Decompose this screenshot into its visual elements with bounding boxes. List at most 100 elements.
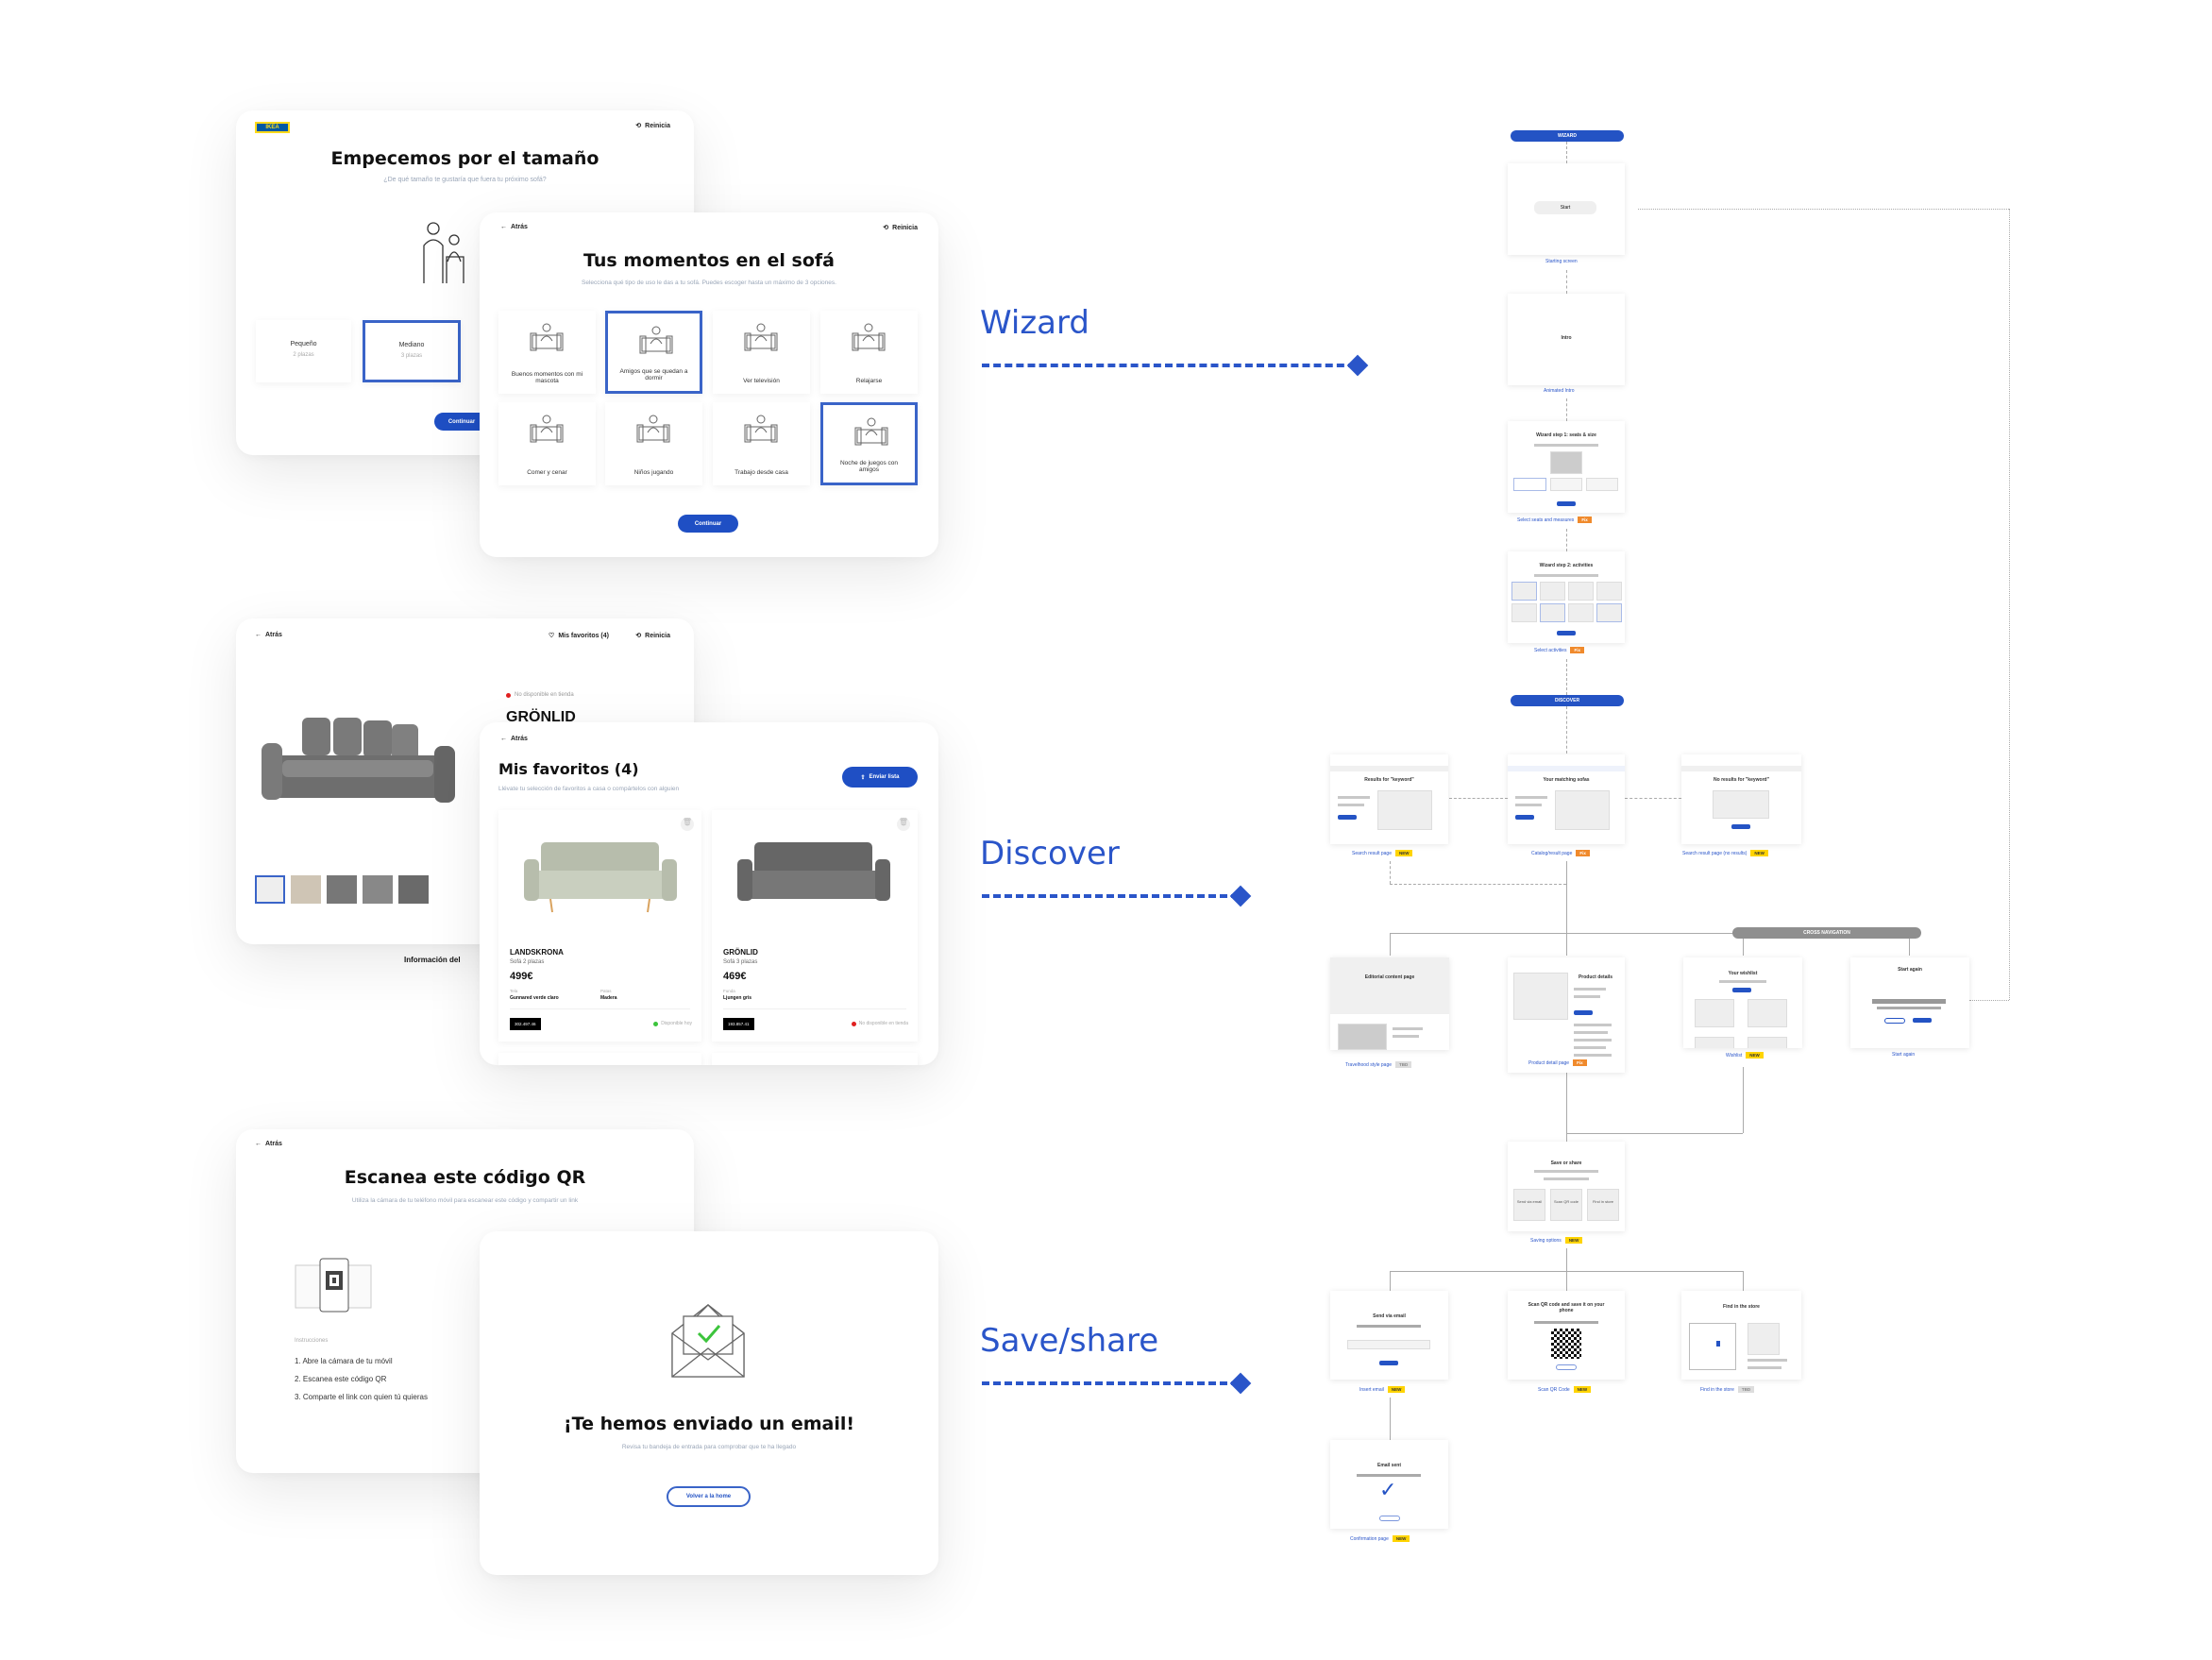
page-subtitle: Selecciona qué tipo de uso le das a tu s… <box>582 279 836 286</box>
moment-option[interactable]: Buenos momentos con mi mascota <box>498 311 596 394</box>
page-title: Escanea este código QR <box>344 1167 586 1188</box>
status-badge: TBD <box>1737 1386 1755 1393</box>
flow-connector <box>1390 861 1391 884</box>
moment-option[interactable]: Niños jugando <box>605 402 702 485</box>
node-title: Product details <box>1578 974 1613 980</box>
page-subtitle: Llévate tu selección de favoritos a casa… <box>498 786 680 792</box>
flow-node-wishlist[interactable]: Your wishlist <box>1683 957 1802 1048</box>
restart-button[interactable]: ⟲Reinicia <box>635 122 670 130</box>
page-title: Mis favoritos (4) <box>498 760 639 778</box>
stock-status: Disponible hoy <box>653 1021 692 1026</box>
send-list-button[interactable]: ⇪Enviar lista <box>842 767 918 788</box>
flow-node-wizard-step2[interactable]: Wizard step 2: activities <box>1508 551 1625 643</box>
flow-node-qr[interactable]: Scan QR code and save it on your phone <box>1508 1291 1625 1380</box>
label-text: Search result page <box>1352 850 1392 856</box>
option-label: Buenos momentos con mi mascota <box>511 371 583 384</box>
flow-node-no-results[interactable]: No results for "keyword" <box>1681 754 1801 844</box>
node-title: No results for "keyword" <box>1714 777 1769 783</box>
flow-node-wizard-step1[interactable]: Wizard step 1: seats & size <box>1508 421 1625 513</box>
thumbnail[interactable] <box>398 875 429 904</box>
flow-node-label: Animated Intro <box>1544 388 1575 394</box>
favorites-button[interactable]: ♡Mis favoritos (4) <box>549 632 609 640</box>
product-card[interactable] <box>498 1053 701 1065</box>
node-title: Editorial content page <box>1364 974 1415 980</box>
flow-connector <box>1566 142 1567 163</box>
status-badge: Fix <box>1578 517 1592 523</box>
thumbnail[interactable] <box>363 875 393 904</box>
continue-button[interactable]: Continuar <box>434 413 489 431</box>
moment-illustration-icon <box>744 415 778 443</box>
moment-illustration-icon <box>530 415 564 443</box>
product-card[interactable] <box>712 1053 918 1065</box>
option-label: Amigos que se quedan a dormir <box>619 368 688 381</box>
moment-illustration-icon <box>854 417 888 446</box>
flow-node-email[interactable]: Send via email <box>1330 1291 1448 1380</box>
option-label: Pequeño <box>290 341 317 347</box>
thumbnail-strip <box>255 875 429 904</box>
moment-option[interactable]: Trabajo desde casa <box>713 402 810 485</box>
flow-node-label: Start again <box>1892 1052 1915 1058</box>
flow-node-product-detail[interactable]: Product details <box>1508 957 1625 1073</box>
trash-icon[interactable]: 🗑 <box>681 818 694 831</box>
flow-node-find-store[interactable]: Find in the store <box>1681 1291 1801 1380</box>
restart-icon: ⟲ <box>635 633 642 639</box>
article-number: 302.497.46 <box>510 1018 541 1030</box>
thumbnail[interactable] <box>255 875 285 904</box>
restart-button[interactable]: ⟲Reinicia <box>635 632 670 640</box>
flow-node-confirmation[interactable]: Email sent ✓ <box>1330 1440 1448 1529</box>
flow-connector <box>1566 1133 1743 1134</box>
flow-node-start[interactable]: Start <box>1508 163 1625 255</box>
option-label: Relajarse <box>855 378 883 384</box>
flow-node-search-results[interactable]: Results for "keyword" <box>1330 754 1448 844</box>
flow-connector <box>1566 529 1567 551</box>
flow-connector <box>1566 861 1567 956</box>
flow-node-catalog[interactable]: Your matching sofas <box>1508 754 1625 844</box>
flow-node-editorial[interactable]: Editorial content page <box>1330 957 1449 1050</box>
flow-node-intro[interactable]: Intro <box>1508 294 1625 385</box>
page-subtitle: ¿De qué tamaño te gustaría que fuera tu … <box>383 177 547 183</box>
status-badge: Fix <box>1573 1059 1587 1066</box>
restart-button[interactable]: ⟲Reinicia <box>883 224 918 232</box>
moment-option[interactable]: Amigos que se quedan a dormir <box>605 311 702 394</box>
status-badge: TBD <box>1395 1061 1412 1068</box>
node-title: Find in the store <box>1723 1304 1760 1310</box>
product-name: GRÖNLID <box>506 709 576 725</box>
node-title: Your matching sofas <box>1543 777 1590 783</box>
moment-option[interactable]: Ver televisión <box>713 311 810 394</box>
flow-node-save-share[interactable]: Save or share Send via email Scan QR cod… <box>1508 1142 1625 1231</box>
thumbnail[interactable] <box>327 875 357 904</box>
article-number: 193.857.41 <box>723 1018 754 1030</box>
moment-option[interactable]: Noche de juegos con amigos <box>820 402 918 485</box>
flow-connector <box>1566 1073 1567 1142</box>
back-button[interactable]: ←Atrás <box>500 736 528 742</box>
flow-connector <box>1449 798 1508 799</box>
back-button[interactable]: ←Atrás <box>255 1141 282 1147</box>
label-text: Travelhood style page <box>1345 1061 1393 1068</box>
option-label: Mediano <box>398 342 425 348</box>
back-button[interactable]: ←Atrás <box>255 632 282 638</box>
diamond-marker-icon <box>1229 1372 1252 1395</box>
restart-icon: ⟲ <box>883 225 889 231</box>
flow-node-label: Search result page (no results)NEW <box>1682 850 1768 856</box>
continue-button[interactable]: Continuar <box>678 515 738 533</box>
flow-connector <box>1909 939 1910 956</box>
flow-connector <box>1390 933 1767 934</box>
back-home-button[interactable]: Volver a la home <box>667 1486 751 1507</box>
status-badge: NEW <box>1573 1386 1592 1393</box>
trash-icon[interactable]: 🗑 <box>897 818 910 831</box>
back-button[interactable]: ←Atrás <box>500 224 528 230</box>
option-label: Trabajo desde casa <box>735 469 788 476</box>
node-title: Send via email <box>1373 1313 1406 1319</box>
flow-node-start-again[interactable]: Start again <box>1850 957 1969 1048</box>
thumbnail[interactable] <box>291 875 321 904</box>
store-map <box>1689 1323 1736 1370</box>
sofa-image <box>737 842 890 901</box>
label-text: Find in the store <box>1700 1386 1734 1393</box>
moment-option[interactable]: Relajarse <box>820 311 918 394</box>
moment-option[interactable]: Comer y cenar <box>498 402 596 485</box>
